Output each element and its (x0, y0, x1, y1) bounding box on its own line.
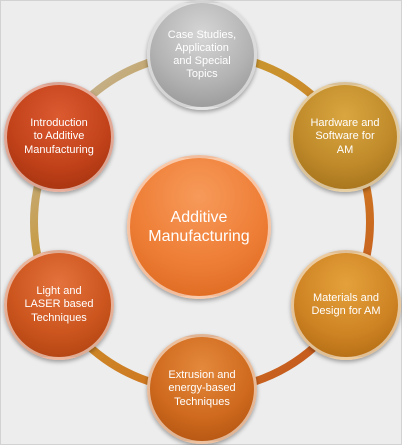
node-materials-design-label: Materials and Design for AM (311, 291, 381, 317)
node-case-studies-label: Case Studies, Application and Special To… (167, 28, 237, 81)
node-introduction: Introduction to Additive Manufacturing (4, 82, 114, 192)
node-hardware-software-label: Hardware and Software for AM (310, 117, 380, 156)
node-light-laser-label: Light and LASER based Techniques (24, 285, 94, 324)
node-light-laser: Light and LASER based Techniques (4, 250, 114, 360)
center-node-additive-manufacturing: Additive Manufacturing (127, 155, 271, 299)
center-node-label: Additive Manufacturing (148, 208, 250, 245)
node-extrusion-energy: Extrusion and energy-based Techniques (147, 334, 257, 444)
node-hardware-software: Hardware and Software for AM (290, 82, 400, 192)
node-introduction-label: Introduction to Additive Manufacturing (24, 117, 94, 156)
node-materials-design: Materials and Design for AM (291, 250, 401, 360)
node-extrusion-energy-label: Extrusion and energy-based Techniques (168, 369, 236, 408)
node-case-studies: Case Studies, Application and Special To… (147, 0, 257, 110)
